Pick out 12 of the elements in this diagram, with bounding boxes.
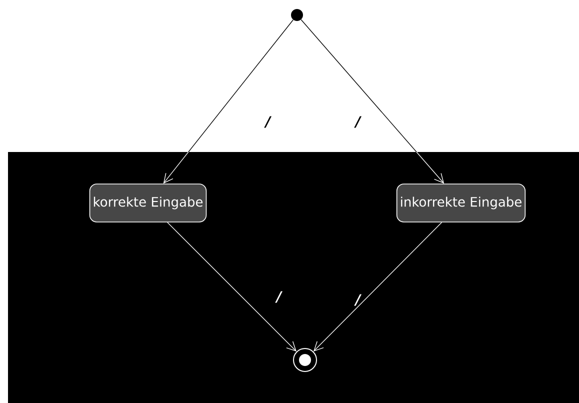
final-state — [293, 348, 317, 372]
edge-label: / — [354, 294, 362, 306]
edge-label: / — [354, 116, 362, 128]
edge-label: / — [275, 291, 283, 303]
arrow — [300, 19, 444, 184]
arrow — [163, 20, 294, 184]
state-box: korrekte Eingabe — [89, 184, 207, 222]
initial-state — [291, 9, 303, 21]
arrow — [313, 222, 442, 352]
edge-label: / — [264, 116, 272, 128]
state-box: inkorrekte Eingabe — [396, 184, 526, 222]
arrow — [167, 222, 297, 352]
